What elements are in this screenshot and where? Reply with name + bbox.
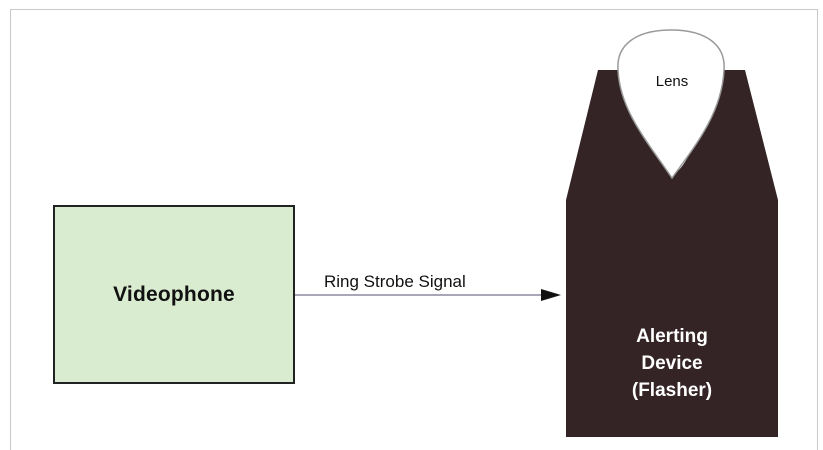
lens-shape	[617, 29, 725, 180]
alerting-device-label: Alerting Device (Flasher)	[566, 323, 778, 404]
diagram-frame	[10, 9, 818, 450]
alerting-device-label-line-2: Device	[641, 353, 703, 374]
lens-label: Lens	[655, 73, 689, 90]
alerting-device-label-line-3: (Flasher)	[631, 380, 713, 401]
signal-arrowhead	[541, 289, 561, 301]
videophone-label: Videophone	[113, 282, 235, 306]
alerting-device-label-line-1: Alerting	[636, 326, 708, 347]
videophone-box: Videophone	[53, 205, 295, 384]
alerting-device-body	[566, 70, 778, 437]
ring-strobe-signal-label: Ring Strobe Signal	[324, 272, 466, 291]
